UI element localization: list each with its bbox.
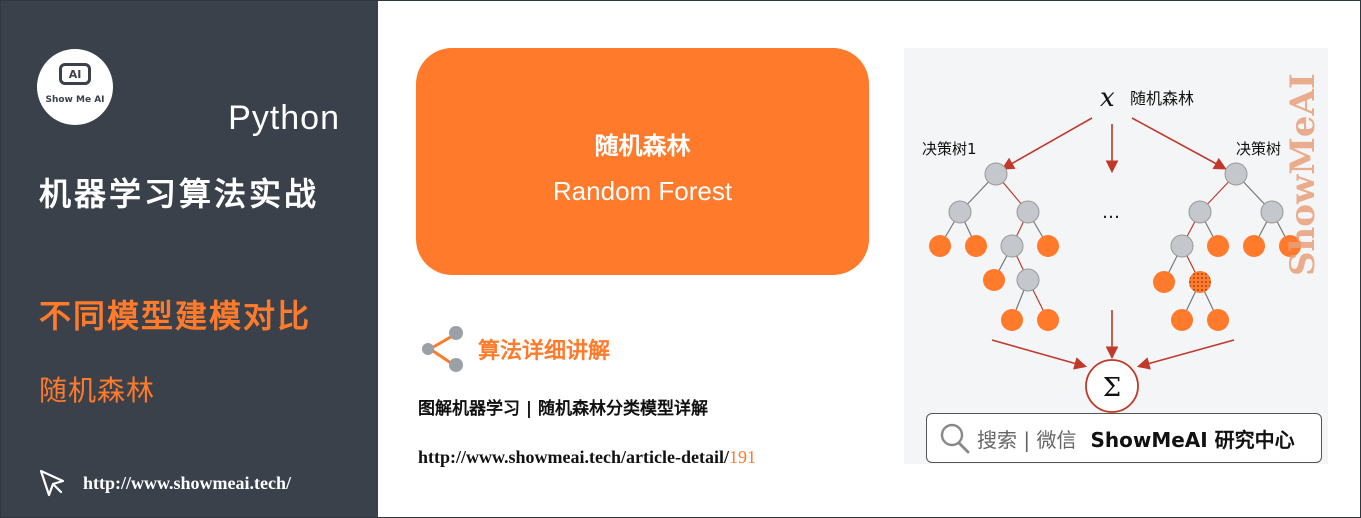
arrow-right-to-sum [1136,339,1235,370]
wechat-search-bar[interactable]: 搜索 | 微信 ShowMeAI 研究中心 [926,413,1322,463]
share-icon [422,326,463,372]
arrow-to-right-tree [1131,117,1227,170]
logo-glyph: AI [68,67,82,81]
article-link[interactable]: http://www.showmeai.tech/article-detail/… [418,447,756,468]
card-title-en: Random Forest [552,176,733,206]
article-description: 图解机器学习 | 随机森林分类模型详解 [418,399,709,419]
ellipsis: … [1102,202,1120,223]
sum-node [1085,359,1139,413]
logo-ai-icon: AI [59,63,91,85]
sum-symbol: Σ [1103,373,1121,403]
search-text: 搜索 | 微信 [977,427,1077,452]
sidebar: AI Show Me AI Python 机器学习算法实战 不同模型建模对比 随… [1,1,378,517]
watermark: ShowMeAI [1284,73,1323,276]
right-tree-label: 决策树 [1236,140,1281,158]
card-title-cn: 随机森林 [594,132,691,160]
title-cn: 机器学习算法实战 [39,175,320,213]
showmeai-logo: AI Show Me AI [37,49,113,125]
section-label: 算法详细讲解 [478,339,611,364]
input-label: 随机森林 [1130,89,1194,108]
random-forest-diagram: x 随机森林 决策树1 决策树 … [904,48,1328,464]
right-tree-nodes [1153,162,1301,331]
section-header: 算法详细讲解 [416,323,610,375]
topic-card: 随机森林 Random Forest [416,48,869,275]
svg-text:ShowMeAI: ShowMeAI [1284,73,1323,276]
title-python: Python [228,99,340,137]
diagram-canvas: x 随机森林 决策树1 决策树 … [922,83,1301,413]
arrow-left-to-sum [991,339,1088,370]
site-link[interactable]: http://www.showmeai.tech/ [37,467,291,499]
search-brand: ShowMeAI 研究中心 [1090,427,1295,452]
pointer-cursor-icon [39,469,65,497]
left-tree [939,173,1049,321]
search-icon [940,423,970,454]
input-symbol: x [1100,83,1115,113]
left-tree-label: 决策树1 [922,140,977,158]
article-link-prefix[interactable]: http://www.showmeai.tech/article-detail/ [418,447,729,467]
article-link-number[interactable]: 191 [728,447,756,467]
left-tree-nodes [929,162,1059,331]
logo-text: Show Me AI [45,95,105,105]
site-url[interactable]: http://www.showmeai.tech/ [83,472,291,493]
subsubtitle: 随机森林 [39,374,156,407]
arrow-to-left-tree [1001,117,1093,170]
subtitle: 不同模型建模对比 [39,297,312,335]
